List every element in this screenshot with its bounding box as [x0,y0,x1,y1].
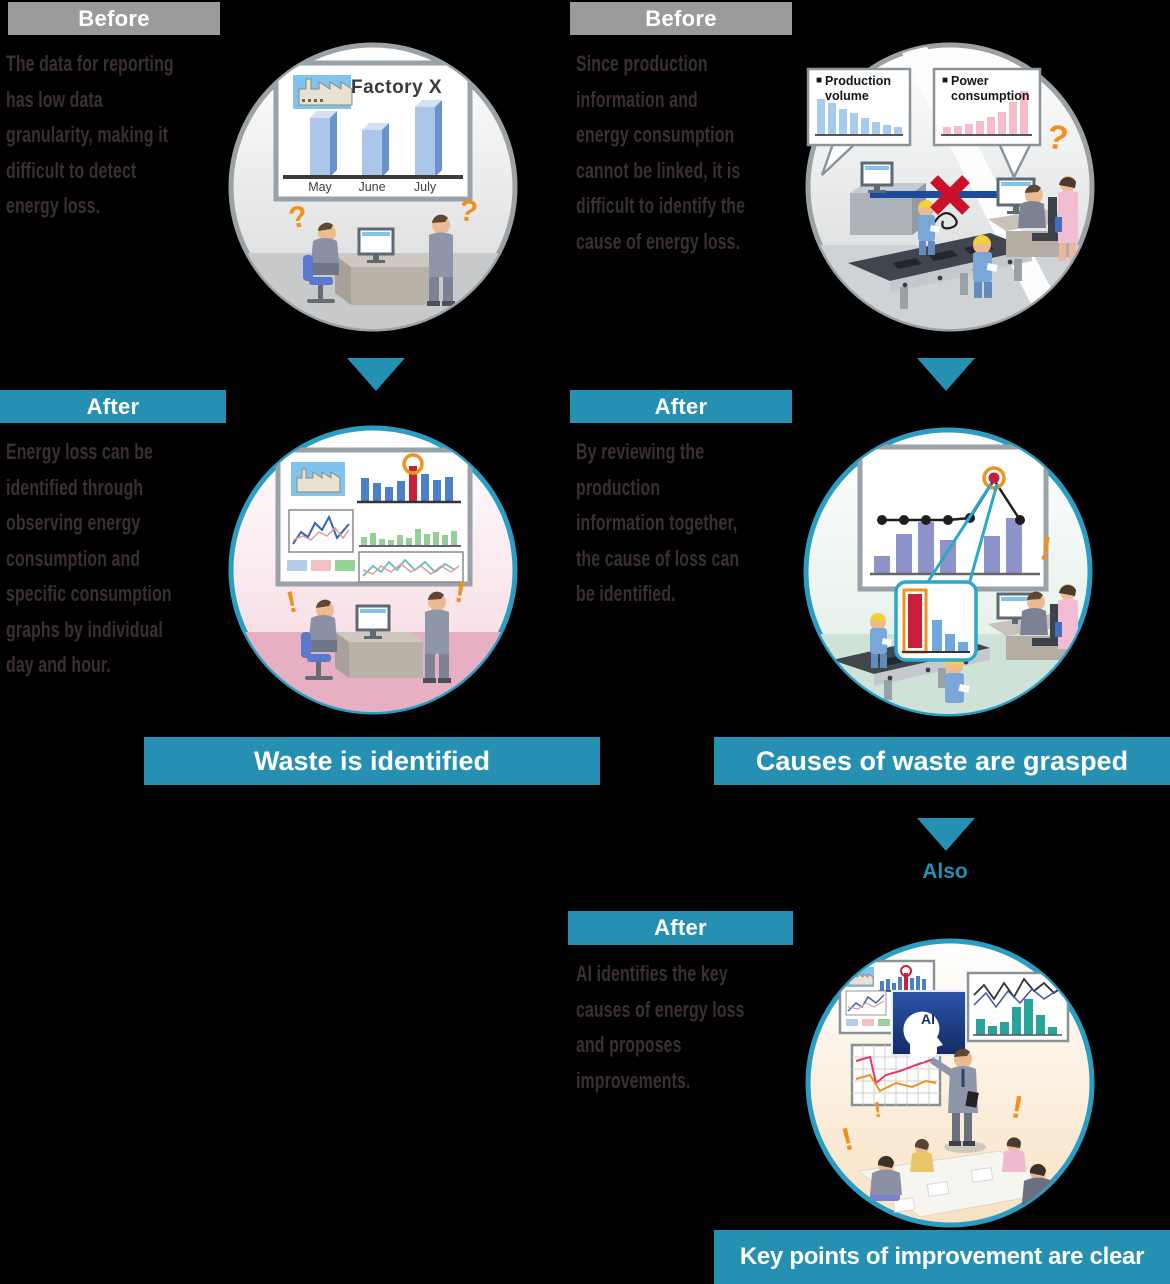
paper [892,1197,916,1213]
zigzag-chart-box [358,551,464,583]
monthly-bar-chart [283,100,463,179]
speech-bubble-power [932,67,1042,180]
power-consumption-title: ■ Power consumption [942,74,1036,103]
legend-swatch-pink [311,560,331,571]
production-volume-bars [815,99,903,136]
ai-head-icon [903,1011,943,1062]
production-volume-title: ■ Production volume [816,74,904,103]
cabinet [850,183,926,235]
also-label: Also [922,860,968,883]
worker-right [973,235,998,298]
legend-swatch-green [335,560,355,571]
after-left-label: After [0,390,226,423]
after-right-scene-svg [803,427,1093,717]
link-line [870,191,1010,198]
legend-square-icon: ■ [816,75,823,86]
banner-waste-identified: Waste is identified [144,737,600,785]
bar-june [362,123,389,177]
paper [926,1181,950,1197]
worker-left [870,613,892,668]
after-left-scene-svg [228,425,518,715]
banner-key-points: Key points of improvement are clear [714,1230,1170,1284]
line-chart-box [288,509,354,553]
legend-swatch-blue [287,560,307,571]
analysis-board [857,444,1049,592]
after-right-label: After [570,390,792,423]
before-left-label: Before [8,2,220,35]
factory-icon [291,462,345,496]
worker-left [918,200,940,255]
factory-chart-title: Factory X [351,77,443,98]
after-left-text: Energy loss can be identified through ob… [6,439,172,677]
before-left-text: The data for reporting has low data gran… [6,51,174,218]
callout-line [922,483,993,589]
down-arrow-icon [917,818,975,851]
person-sitting [303,222,339,303]
speech-bubble-production [806,67,912,176]
month-label-may: May [308,180,332,194]
woman-standing [1055,584,1078,649]
ai-text-label: AI [921,1011,935,1027]
teal-chart-panel [966,971,1070,1043]
after-bottom-label: After [568,911,793,945]
green-bar-chart [359,529,461,547]
presenter [930,1048,986,1153]
monitor-icon-left [860,161,894,193]
before-right-text: Since production information and energy … [576,51,746,254]
down-arrow-icon [917,358,975,391]
monitor-icon [357,227,395,263]
callout-line [966,483,999,589]
legend-square-icon: ■ [942,75,949,86]
red-x-icon [930,175,970,215]
attendee-1 [870,1155,902,1201]
squiggle-icon [933,212,958,230]
highlight-ring-icon [982,466,1006,490]
attendee-2 [910,1138,934,1172]
dashboard-board [275,447,473,587]
person-standing [427,214,455,306]
person-standing [423,591,451,683]
after-left-illustration: ! ! [223,420,523,720]
power-consumption-bars [941,91,1032,136]
down-arrow-icon [347,358,405,391]
banner-causes-grasped: Causes of waste are grasped [714,737,1170,785]
after-bottom-text: AI identifies the key causes of energy l… [576,961,745,1093]
bubble-title-text: Production volume [825,74,892,103]
before-left-scene-svg [228,42,518,332]
before-right-illustration: ■ Production volume ■ Power consumption … [800,37,1100,337]
person-sitting [301,599,337,680]
bubble-title-text: Power consumption [951,74,1030,103]
month-label-july: July [413,180,437,194]
person-sitting-office [1020,591,1059,646]
report-board [273,60,473,202]
before-left-illustration: Factory X May June July ? ? [223,37,523,337]
before-right-scene-svg [805,42,1095,332]
peak-dot [988,472,1000,484]
person-sitting-office [1018,184,1058,241]
factory-icon [293,75,353,109]
zoom-callout-bubble [894,580,978,662]
bar-may [310,111,337,177]
bar-july [415,100,442,177]
after-right-text: By reviewing the production information … [576,439,740,606]
ai-meeting-scene-svg [805,938,1095,1228]
woman-standing [1055,176,1078,261]
paper [970,1167,994,1183]
after-right-illustration: ! [798,422,1098,722]
loss-bar [908,594,922,648]
after-bottom-illustration: AI ! ! ! [800,933,1100,1233]
attendee-3 [1002,1137,1026,1172]
highlight-ring-icon [402,453,424,475]
energy-bar-chart [357,453,461,504]
before-right-label: Before [570,2,792,35]
ai-panel [891,990,967,1062]
month-label-june: June [358,180,386,194]
monitor-icon [355,604,391,639]
